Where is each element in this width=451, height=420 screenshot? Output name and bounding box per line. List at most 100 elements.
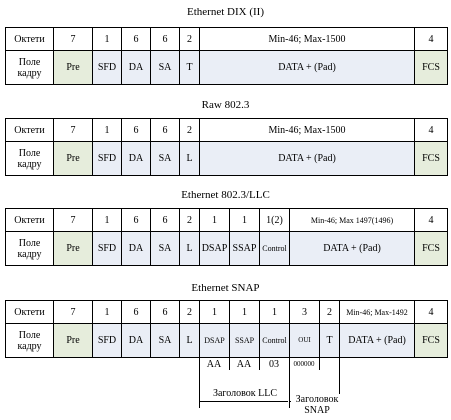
field-label: Поле кадру [5,141,54,176]
octets-sa: 6 [150,208,180,232]
field-sa: SA [150,323,180,358]
octets-pre: 7 [53,27,93,51]
frame-title-snap: Ethernet SNAP [191,282,260,294]
octets-fcs: 4 [414,300,448,324]
snap-dsap-value: AA [206,359,222,370]
octets-label: Октети [5,118,54,142]
field-data: DATA + (Pad) [199,50,415,85]
field-da: DA [121,323,151,358]
field-sa: SA [150,141,180,176]
snap-control-value: 03 [269,359,279,370]
llc-arrow-line [200,401,288,402]
field-fcs: FCS [414,323,448,358]
octets-type: 2 [179,27,200,51]
field-fcs: FCS [414,50,448,85]
frame-table-snap: Октети 7 1 6 6 2 1 1 1 3 2 Min-46; Max-1… [5,300,448,358]
frame-table-llc: Октети 7 1 6 6 2 1 1 1(2) Min-46; Max 14… [5,208,448,266]
field-control: Control [259,323,290,358]
octets-data: Min-46; Max 1497(1496) [289,208,415,232]
snap-header-label: Заголовок SNAP [291,394,343,416]
octets-da: 6 [121,118,151,142]
octets-da: 6 [121,27,151,51]
field-label: Поле кадру [5,50,54,85]
field-sfd: SFD [92,141,122,176]
ssap-control-divider [259,356,260,370]
octets-sfd: 1 [92,118,122,142]
field-label: Поле кадру [5,231,54,266]
field-pre: Pre [53,141,93,176]
field-dsap: DSAP [199,323,230,358]
octets-length: 2 [179,118,200,142]
octets-ssap: 1 [229,208,260,232]
field-sa: SA [150,50,180,85]
octets-fcs: 4 [414,118,448,142]
field-sa: SA [150,231,180,266]
dsap-ssap-divider [229,356,230,370]
field-da: DA [121,231,151,266]
octets-pre: 7 [53,118,93,142]
octets-data: Min-46; Max-1500 [199,27,415,51]
octets-ssap: 1 [229,300,260,324]
octets-sfd: 1 [92,208,122,232]
frame-table-dix: Октети 7 1 6 6 2 Min-46; Max-1500 4 Поле… [5,27,448,85]
octets-sa: 6 [150,300,180,324]
octets-sa: 6 [150,27,180,51]
llc-snap-divider [289,356,290,408]
octets-data: Min-46; Max-1500 [199,118,415,142]
octets-label: Октети [5,208,54,232]
field-oui: OUI [289,323,320,358]
octets-sfd: 1 [92,300,122,324]
field-sfd: SFD [92,231,122,266]
octets-dsap: 1 [199,208,230,232]
field-pre: Pre [53,50,93,85]
field-length: L [179,141,200,176]
octets-oui: 3 [289,300,320,324]
octets-da: 6 [121,208,151,232]
field-fcs: FCS [414,141,448,176]
octets-dsap: 1 [199,300,230,324]
field-length: L [179,323,200,358]
field-data: DATA + (Pad) [339,323,415,358]
frame-title-raw: Raw 802.3 [201,99,250,111]
octets-length: 2 [179,208,200,232]
field-ssap: SSAP [229,323,260,358]
frame-table-raw: Октети 7 1 6 6 2 Min-46; Max-1500 4 Поле… [5,118,448,176]
octets-sfd: 1 [92,27,122,51]
field-pre: Pre [53,231,93,266]
field-label: Поле кадру [5,323,54,358]
field-length: L [179,231,200,266]
field-da: DA [121,141,151,176]
octets-control: 1 [259,300,290,324]
octets-fcs: 4 [414,208,448,232]
field-pre: Pre [53,323,93,358]
field-sfd: SFD [92,323,122,358]
oui-type-divider [319,356,320,370]
field-dsap: DSAP [199,231,230,266]
octets-pre: 7 [53,300,93,324]
llc-header-label: Заголовок LLC [208,388,282,399]
field-data: DATA + (Pad) [199,141,415,176]
frame-title-llc: Ethernet 802.3/LLC [181,189,270,201]
octets-type: 2 [319,300,340,324]
octets-da: 6 [121,300,151,324]
octets-label: Октети [5,27,54,51]
octets-label: Октети [5,300,54,324]
field-type: T [179,50,200,85]
octets-control: 1(2) [259,208,290,232]
field-da: DA [121,50,151,85]
octets-length: 2 [179,300,200,324]
octets-data: Min-46; Max-1492 [339,300,415,324]
field-data: DATA + (Pad) [289,231,415,266]
field-control: Control [259,231,290,266]
snap-bracket-right [339,356,340,408]
field-ssap: SSAP [229,231,260,266]
octets-pre: 7 [53,208,93,232]
octets-fcs: 4 [414,27,448,51]
field-sfd: SFD [92,50,122,85]
llc-bracket-left [199,356,200,408]
snap-ssap-value: AA [236,359,252,370]
octets-sa: 6 [150,118,180,142]
field-type: T [319,323,340,358]
field-fcs: FCS [414,231,448,266]
frame-title-dix: Ethernet DIX (II) [187,6,264,18]
